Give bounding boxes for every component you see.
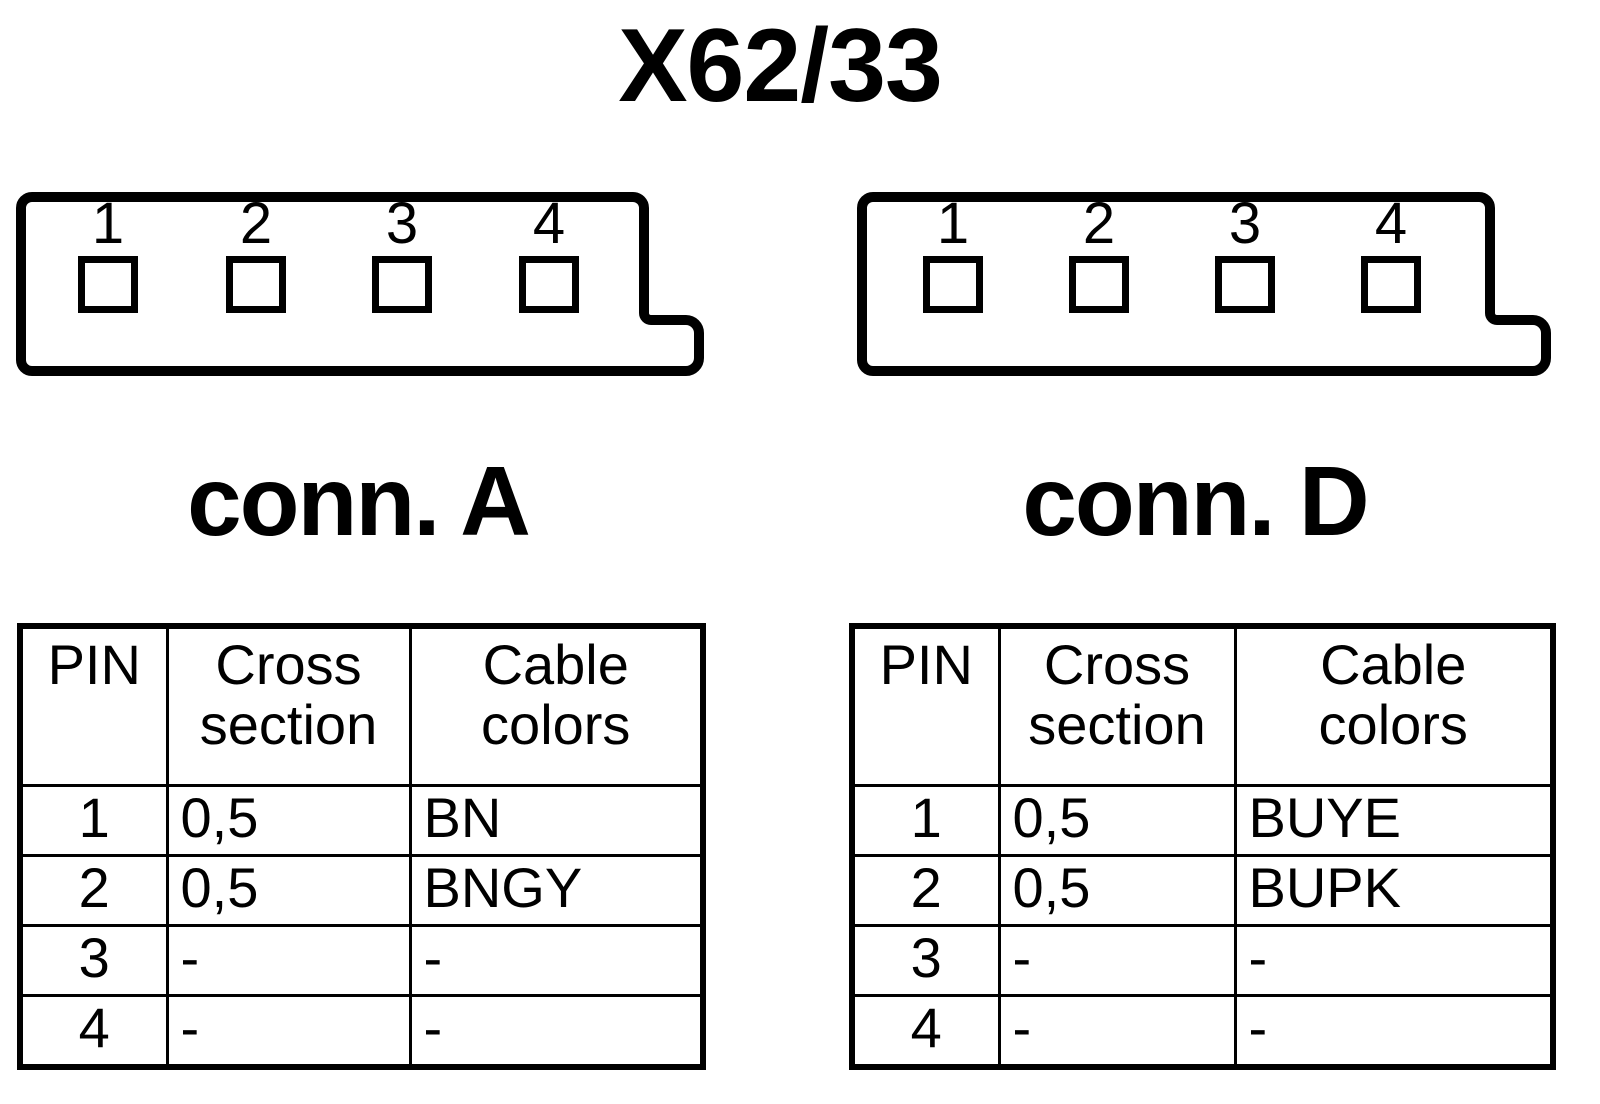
connector-a-pin-table: PIN Cross section Cable colors 1 0,5 BN … — [17, 623, 706, 1070]
connector-d-pin-1-number: 1 — [936, 191, 970, 256]
column-header-cable-colors-line-2: colors — [481, 693, 631, 757]
column-header-cable-colors: Cable colors — [1233, 624, 1555, 787]
connector-d-pin-3 — [1215, 256, 1275, 313]
connector-d-pin-2 — [1069, 256, 1129, 313]
cell-cable-colors: - — [1233, 994, 1555, 1069]
column-header-cross-section: Cross section — [165, 624, 412, 787]
column-header-cross-section: Cross section — [997, 624, 1237, 787]
column-header-pin: PIN — [850, 624, 1001, 787]
connector-a-pin-4-number: 4 — [532, 191, 566, 256]
cell-cable-colors: BN — [408, 784, 705, 857]
column-header-cable-colors-line-1: Cable — [482, 633, 629, 696]
connector-a-pin-3-number: 3 — [385, 191, 419, 256]
connector-d-pin-2-number: 2 — [1082, 191, 1116, 256]
cell-cable-colors: - — [408, 994, 705, 1069]
connector-a-label: conn. A — [187, 446, 531, 556]
cell-cross-section: 0,5 — [165, 784, 412, 857]
cell-cable-colors: - — [1233, 924, 1555, 997]
cell-pin: 1 — [850, 784, 1001, 857]
cell-pin: 3 — [18, 924, 169, 997]
page-title: X62/33 — [618, 8, 943, 124]
connector-d-label: conn. D — [1022, 446, 1369, 556]
cell-pin: 2 — [850, 854, 1001, 927]
table-row: 3 - - — [850, 924, 1555, 997]
connector-a-pin-2 — [226, 256, 286, 313]
column-header-cable-colors-line-2: colors — [1318, 693, 1468, 757]
table-row: 2 0,5 BNGY — [18, 854, 705, 927]
table-row: 4 - - — [18, 994, 705, 1069]
connector-d-pin-4-number: 4 — [1374, 191, 1408, 256]
column-header-pin: PIN — [18, 624, 169, 787]
table-row: 2 0,5 BUPK — [850, 854, 1555, 927]
column-header-cable-colors-line-1: Cable — [1320, 633, 1467, 696]
table-row: 1 0,5 BN — [18, 784, 705, 857]
cell-pin: 1 — [18, 784, 169, 857]
table-header-row: PIN Cross section Cable colors — [850, 624, 1555, 787]
cell-pin: 3 — [850, 924, 1001, 997]
cell-pin: 4 — [850, 994, 1001, 1069]
column-header-cross-section-line-1: Cross — [215, 633, 362, 696]
connector-d-pin-table: PIN Cross section Cable colors 1 0,5 BUY… — [849, 623, 1556, 1070]
cell-cable-colors: BUPK — [1233, 854, 1555, 927]
cell-cross-section: - — [997, 924, 1237, 997]
connector-a-pin-3 — [372, 256, 432, 313]
connector-a-pin-2-number: 2 — [239, 191, 273, 256]
connector-a-outline-shape — [16, 192, 704, 376]
cell-cross-section: 0,5 — [165, 854, 412, 927]
cell-cross-section: - — [165, 994, 412, 1069]
cell-cross-section: - — [997, 994, 1237, 1069]
connector-a-pin-4 — [519, 256, 579, 313]
connector-d-outline-shape — [857, 192, 1551, 376]
column-header-pin-line-1: PIN — [879, 633, 973, 696]
column-header-cross-section-line-2: section — [199, 693, 378, 757]
table-row: 1 0,5 BUYE — [850, 784, 1555, 857]
column-header-cross-section-line-2: section — [1028, 693, 1206, 757]
connector-d-pin-3-number: 3 — [1228, 191, 1262, 256]
cell-cross-section: - — [165, 924, 412, 997]
table-header-row: PIN Cross section Cable colors — [18, 624, 705, 787]
cell-cable-colors: - — [408, 924, 705, 997]
connector-d-pin-1 — [923, 256, 983, 313]
column-header-cable-colors: Cable colors — [408, 624, 705, 787]
connector-a-pin-1 — [78, 256, 138, 313]
connector-d-pin-4 — [1361, 256, 1421, 313]
column-header-pin-line-1: PIN — [47, 633, 141, 696]
cell-pin: 2 — [18, 854, 169, 927]
table-row: 4 - - — [850, 994, 1555, 1069]
connector-a-pin-1-number: 1 — [91, 191, 125, 256]
cell-cable-colors: BUYE — [1233, 784, 1555, 857]
cell-pin: 4 — [18, 994, 169, 1069]
column-header-cross-section-line-1: Cross — [1043, 633, 1191, 696]
table-row: 3 - - — [18, 924, 705, 997]
cell-cross-section: 0,5 — [997, 784, 1237, 857]
cell-cable-colors: BNGY — [408, 854, 705, 927]
cell-cross-section: 0,5 — [997, 854, 1237, 927]
